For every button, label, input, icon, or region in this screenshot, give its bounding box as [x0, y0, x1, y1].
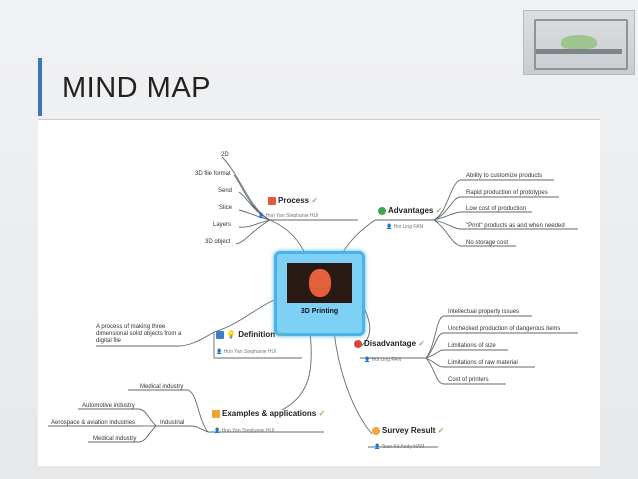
process-item-slice: Slice [219, 205, 233, 211]
survey-author-name: Tsun Kit Andy NAM [381, 444, 425, 450]
definition-author-name: Hon Yan Stephanie HUI [223, 349, 277, 355]
disadvantage-item-size: Limitations of size [448, 343, 496, 349]
survey-node[interactable]: Survey Result ✓ [372, 426, 444, 435]
disadvantage-node[interactable]: Disadvantage ✓ [354, 339, 425, 348]
process-label: Process [278, 196, 310, 205]
printer-frame-icon [534, 19, 628, 70]
disadvantage-item-raw-material: Limitations of raw material [448, 360, 518, 366]
process-item-send: Send [218, 188, 233, 194]
cross-circle-icon [354, 339, 362, 348]
mind-map: 3D Printing 2D 3D file format Send Slice… [38, 120, 600, 466]
check-icon: ✓ [311, 196, 319, 205]
advantage-item-customize: Ability to customize products [466, 173, 543, 179]
examples-author: 👤 Hon Yan Stephanie HUI [214, 428, 275, 434]
definition-node[interactable]: 💡 Definition ✓ [216, 330, 284, 339]
disadvantage-item-ip: Intellectual property issues [448, 309, 520, 315]
advantages-node[interactable]: Advantages ✓ [378, 206, 442, 215]
check-circle-icon [378, 206, 386, 215]
definition-text: A process of making three dimensional so… [96, 324, 182, 344]
central-node-label: 3D Printing [300, 308, 339, 315]
process-item-2d: 2D [221, 152, 229, 158]
3d-printer-image [287, 263, 352, 303]
disadvantage-author-name: Hoi Ling FAN [371, 357, 402, 363]
examples-author-name: Hon Yan Stephanie HUI [221, 428, 275, 434]
survey-label: Survey Result [382, 426, 436, 435]
process-author: 👤 Hon Yan Stephanie HUI [258, 213, 319, 219]
examples-node[interactable]: Examples & applications ✓ [212, 409, 325, 418]
advantages-author: 👤 Hoi Ling FAN [386, 224, 424, 230]
disadvantage-author: 👤 Hoi Ling FAN [364, 357, 402, 363]
process-item-3d-object: 3D object [205, 239, 231, 245]
definition-label: Definition [238, 330, 276, 339]
printed-object-icon [561, 35, 597, 49]
example-item-medical-2: Medical industry [93, 436, 137, 442]
lightbulb-icon: 💡 [226, 330, 236, 339]
check-icon: ✓ [435, 206, 443, 215]
check-icon: ✓ [418, 339, 425, 348]
advantages-label: Advantages [388, 206, 434, 215]
advantage-item-no-storage: No storage cost [466, 240, 509, 246]
example-item-automotive: Automotive industry [82, 403, 135, 409]
calendar-icon [268, 196, 276, 205]
advantage-item-low-cost: Low cost of production [466, 206, 527, 212]
check-icon: ✓ [318, 409, 326, 418]
advantage-item-print-on-demand: "Print" products as and when needed [466, 223, 565, 229]
disadvantage-item-dangerous: Unchecked production of dangerous items [448, 326, 561, 332]
printer-bed-icon [536, 49, 622, 54]
survey-author: 👤 Tsun Kit Andy NAM [374, 444, 425, 450]
disadvantage-label: Disadvantage [364, 339, 417, 348]
disadvantage-item-cost: Cost of printers [448, 377, 489, 383]
definition-author: 👤 Hon Yan Stephanie HUI [216, 349, 277, 355]
process-item-layers: Layers [213, 222, 232, 228]
printer-thumbnail [523, 10, 635, 75]
example-item-medical: Medical industry [140, 384, 184, 390]
title-divider [38, 119, 600, 120]
check-icon: ✓ [437, 426, 445, 435]
central-node[interactable]: 3D Printing [274, 251, 365, 336]
process-item-3d-file-format: 3D file format [195, 171, 231, 177]
lock-icon [212, 409, 220, 418]
smiley-icon [372, 426, 380, 435]
advantage-item-prototypes: Rapid production of prototypes [466, 190, 548, 196]
examples-label: Examples & applications [222, 409, 317, 418]
connector-lines [48, 156, 578, 448]
process-author-name: Hon Yan Stephanie HUI [265, 213, 319, 219]
example-item-aerospace: Aerospace & aviation industries [51, 420, 136, 426]
check-icon: ✓ [277, 330, 285, 339]
checkbox-icon [216, 330, 224, 339]
advantages-author-name: Hoi Ling FAN [393, 224, 424, 230]
example-item-industrial: Industrial [160, 420, 185, 426]
title-accent-bar [38, 58, 42, 116]
process-node[interactable]: Process ✓ [268, 196, 318, 205]
slide-title: MIND MAP [62, 72, 211, 104]
